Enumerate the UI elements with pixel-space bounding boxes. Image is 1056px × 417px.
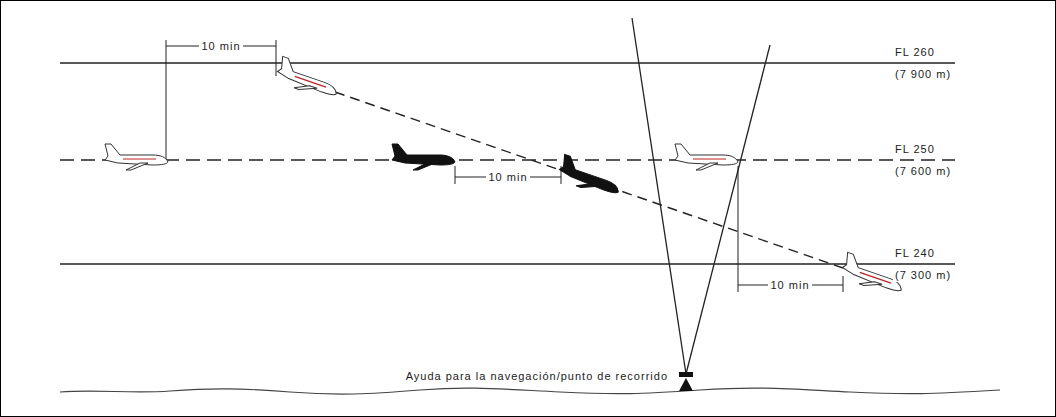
altitude-label: (7 900 m) xyxy=(893,68,953,81)
aircraft xyxy=(675,144,738,170)
time-label: 10 min xyxy=(486,171,529,184)
flight-level-line xyxy=(60,159,955,161)
navaid-symbol xyxy=(679,372,693,377)
navaid-beam xyxy=(686,45,770,374)
flight-level-line xyxy=(60,62,955,63)
flight-level-label: FL 250 xyxy=(893,143,937,156)
aircraft xyxy=(392,144,455,170)
altitude-label: (7 600 m) xyxy=(893,165,953,178)
aircraft xyxy=(556,154,624,199)
ground-line xyxy=(60,388,1000,394)
aircraft xyxy=(274,56,342,101)
time-bracket xyxy=(455,166,561,184)
aircraft xyxy=(105,144,168,170)
time-bracket xyxy=(166,40,276,162)
flight-level-label: FL 260 xyxy=(893,46,937,59)
altitude-label: (7 300 m) xyxy=(893,269,953,282)
flight-level-label: FL 240 xyxy=(893,247,937,260)
navaid-beam xyxy=(632,18,686,374)
time-label: 10 min xyxy=(199,40,242,53)
time-bracket xyxy=(738,166,843,292)
navaid-label: Ayuda para la navegación/punto de recorr… xyxy=(404,370,670,383)
time-label: 10 min xyxy=(768,279,811,292)
navaid-symbol xyxy=(679,378,693,391)
descent-path xyxy=(335,92,843,268)
flight-level-line xyxy=(60,263,955,264)
